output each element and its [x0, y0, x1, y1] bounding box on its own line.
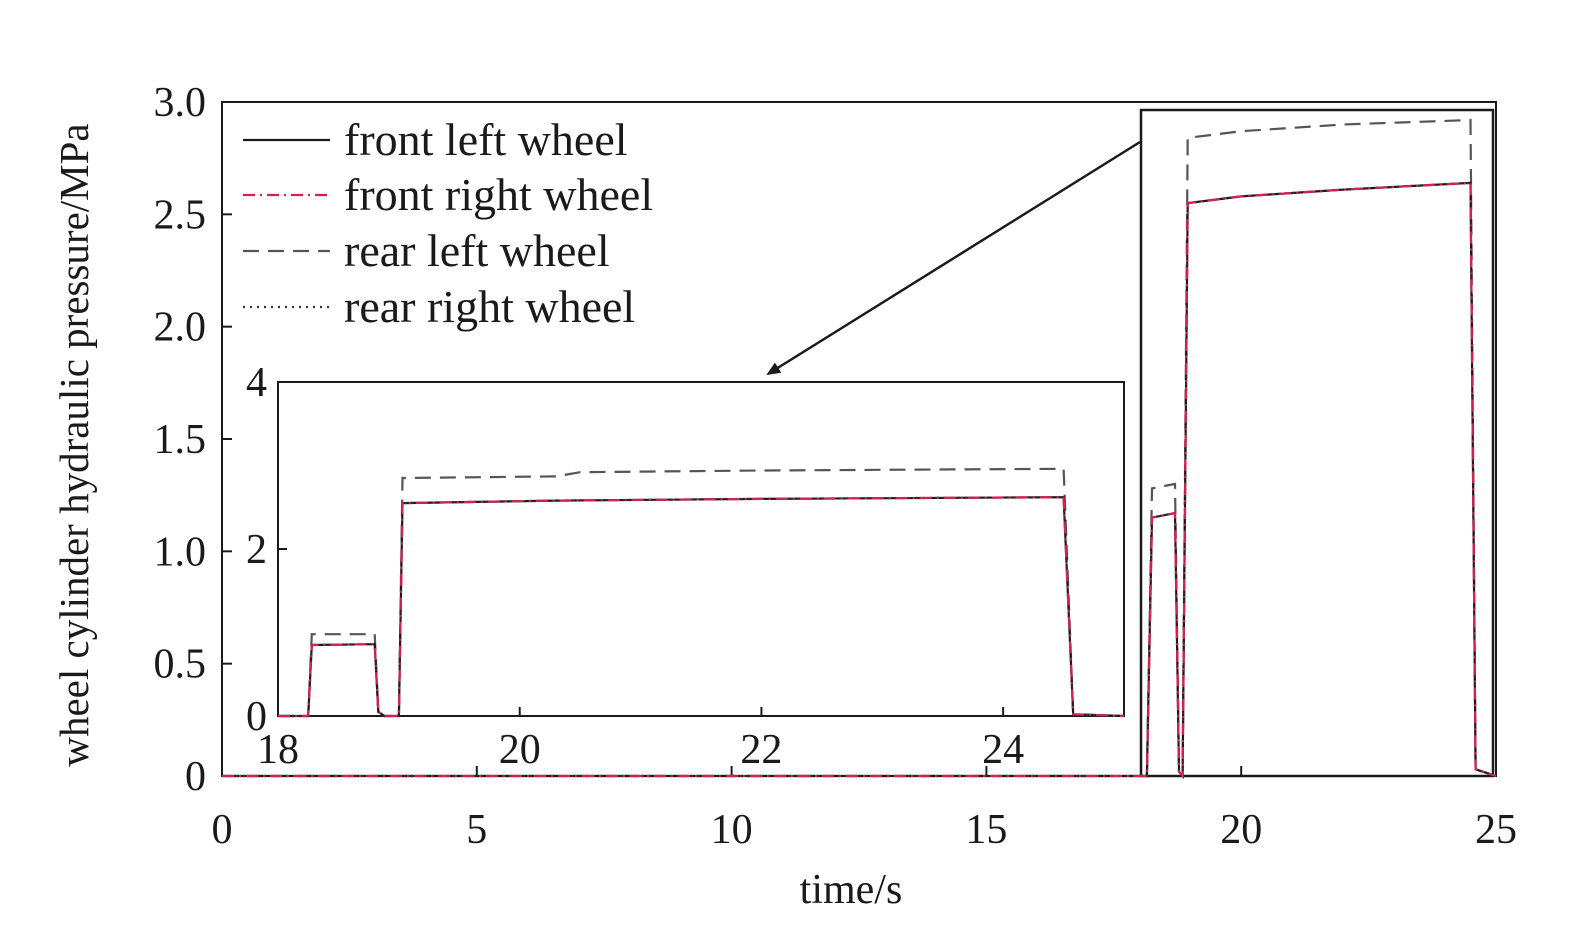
inset-x-tick-label: 18 [257, 727, 299, 773]
main-series-line-front-right-wheel [222, 181, 1497, 780]
zoom-arrow [766, 140, 1141, 376]
inset-series-line-rear-right-wheel [278, 496, 1125, 718]
legend-label: rear right wheel [344, 281, 635, 332]
y-tick-label: 1.0 [154, 529, 207, 575]
inset-y-tick-label: 4 [246, 360, 267, 406]
y-tick-label: 0 [185, 754, 206, 800]
y-axis-label: wheel cylinder hydraulic pressure/MPa [51, 123, 97, 766]
legend-label: front right wheel [344, 169, 653, 220]
x-tick-label: 25 [1475, 807, 1517, 853]
main-series-group [222, 118, 1497, 780]
y-tick-label: 0.5 [154, 642, 207, 688]
x-tick-label: 0 [212, 807, 233, 853]
legend-label: rear left wheel [344, 225, 610, 276]
x-tick-label: 5 [466, 807, 487, 853]
x-tick-label: 20 [1220, 807, 1262, 853]
inset-x-tick-label: 22 [740, 727, 782, 773]
inset-y-tick-label: 0 [246, 694, 267, 740]
y-tick-label: 3.0 [154, 80, 207, 126]
inset-x-tick-label: 24 [982, 727, 1024, 773]
inset-plot-frame [277, 381, 1125, 717]
x-tick-label: 15 [965, 807, 1007, 853]
zoom-region-box [1139, 108, 1495, 778]
legend-label: front left wheel [344, 114, 628, 165]
inset-series-group [278, 467, 1125, 718]
y-tick-label: 1.5 [154, 417, 207, 463]
y-tick-label: 2.0 [154, 305, 207, 351]
y-tick-label: 2.5 [154, 192, 207, 238]
inset-series-line-front-right-wheel [278, 496, 1125, 718]
x-tick-label: 10 [711, 807, 753, 853]
inset-x-tick-label: 20 [499, 727, 541, 773]
x-axis-label: time/s [800, 867, 903, 913]
inset-y-tick-label: 2 [246, 527, 267, 573]
